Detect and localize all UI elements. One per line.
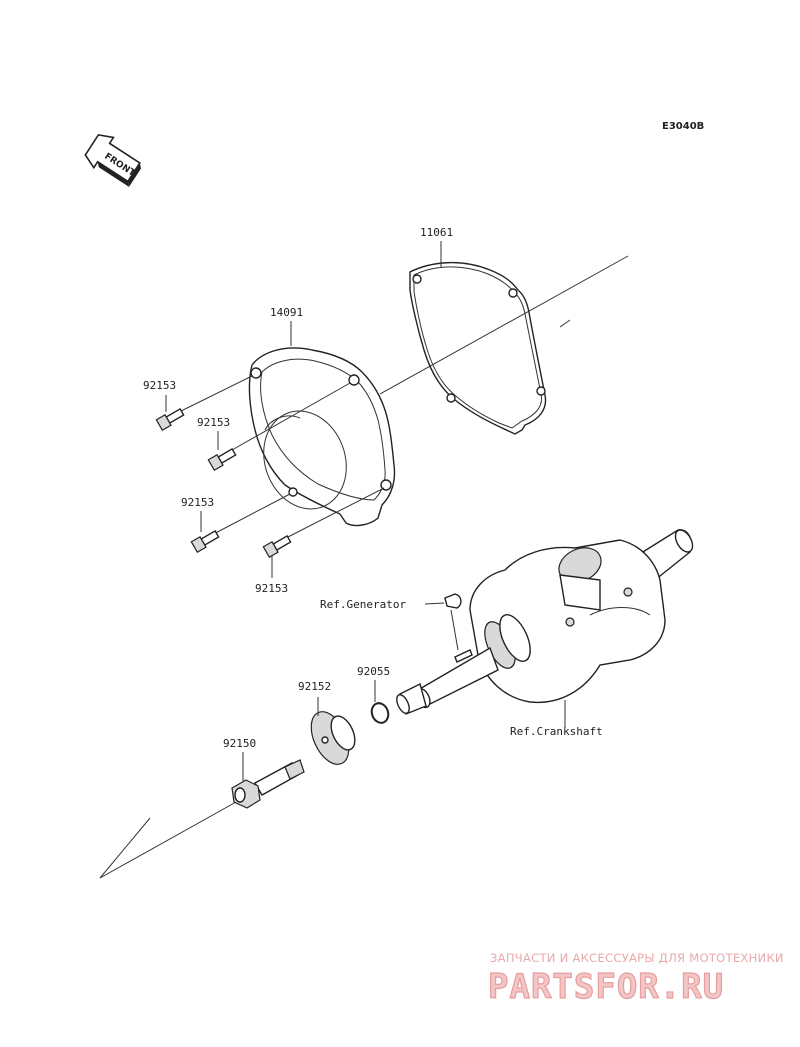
label-bolt-4: 92153 <box>255 582 288 595</box>
label-ref-generator: Ref.Generator <box>320 598 406 611</box>
diagram-code: E3040B <box>662 121 704 132</box>
label-ref-crankshaft: Ref.Crankshaft <box>510 725 603 738</box>
label-flange-bolt: 92150 <box>223 737 256 750</box>
gasket-11061 <box>409 261 547 435</box>
label-gasket: 11061 <box>420 226 453 239</box>
generator-cover-14091 <box>248 347 396 527</box>
crankshaft <box>396 529 694 715</box>
woodruff-key <box>444 593 462 609</box>
washer-92152 <box>310 711 356 765</box>
label-bolt-2: 92153 <box>197 416 230 429</box>
flange-bolt-92150 <box>231 759 305 809</box>
label-washer: 92152 <box>298 680 331 693</box>
bolt-92153-b <box>207 448 237 472</box>
label-bolt-1: 92153 <box>143 379 176 392</box>
bolt-92153-a <box>155 408 185 432</box>
watermark-tagline: ЗАПЧАСТИ И АКСЕССУАРЫ ДЛЯ МОТОТЕХНИКИ <box>490 951 784 965</box>
bolt-92153-c <box>190 530 220 554</box>
label-bolt-3: 92153 <box>181 496 214 509</box>
axis-line-upper <box>379 255 629 395</box>
label-cover: 14091 <box>270 306 303 319</box>
label-oring: 92055 <box>357 665 390 678</box>
front-arrow-icon: FRONT <box>84 133 141 187</box>
bolt-92153-d <box>262 535 292 559</box>
watermark-brand: PARTSFOR.RU <box>488 967 724 1007</box>
axis-line-lower <box>99 796 246 879</box>
oring-92055 <box>370 702 390 724</box>
